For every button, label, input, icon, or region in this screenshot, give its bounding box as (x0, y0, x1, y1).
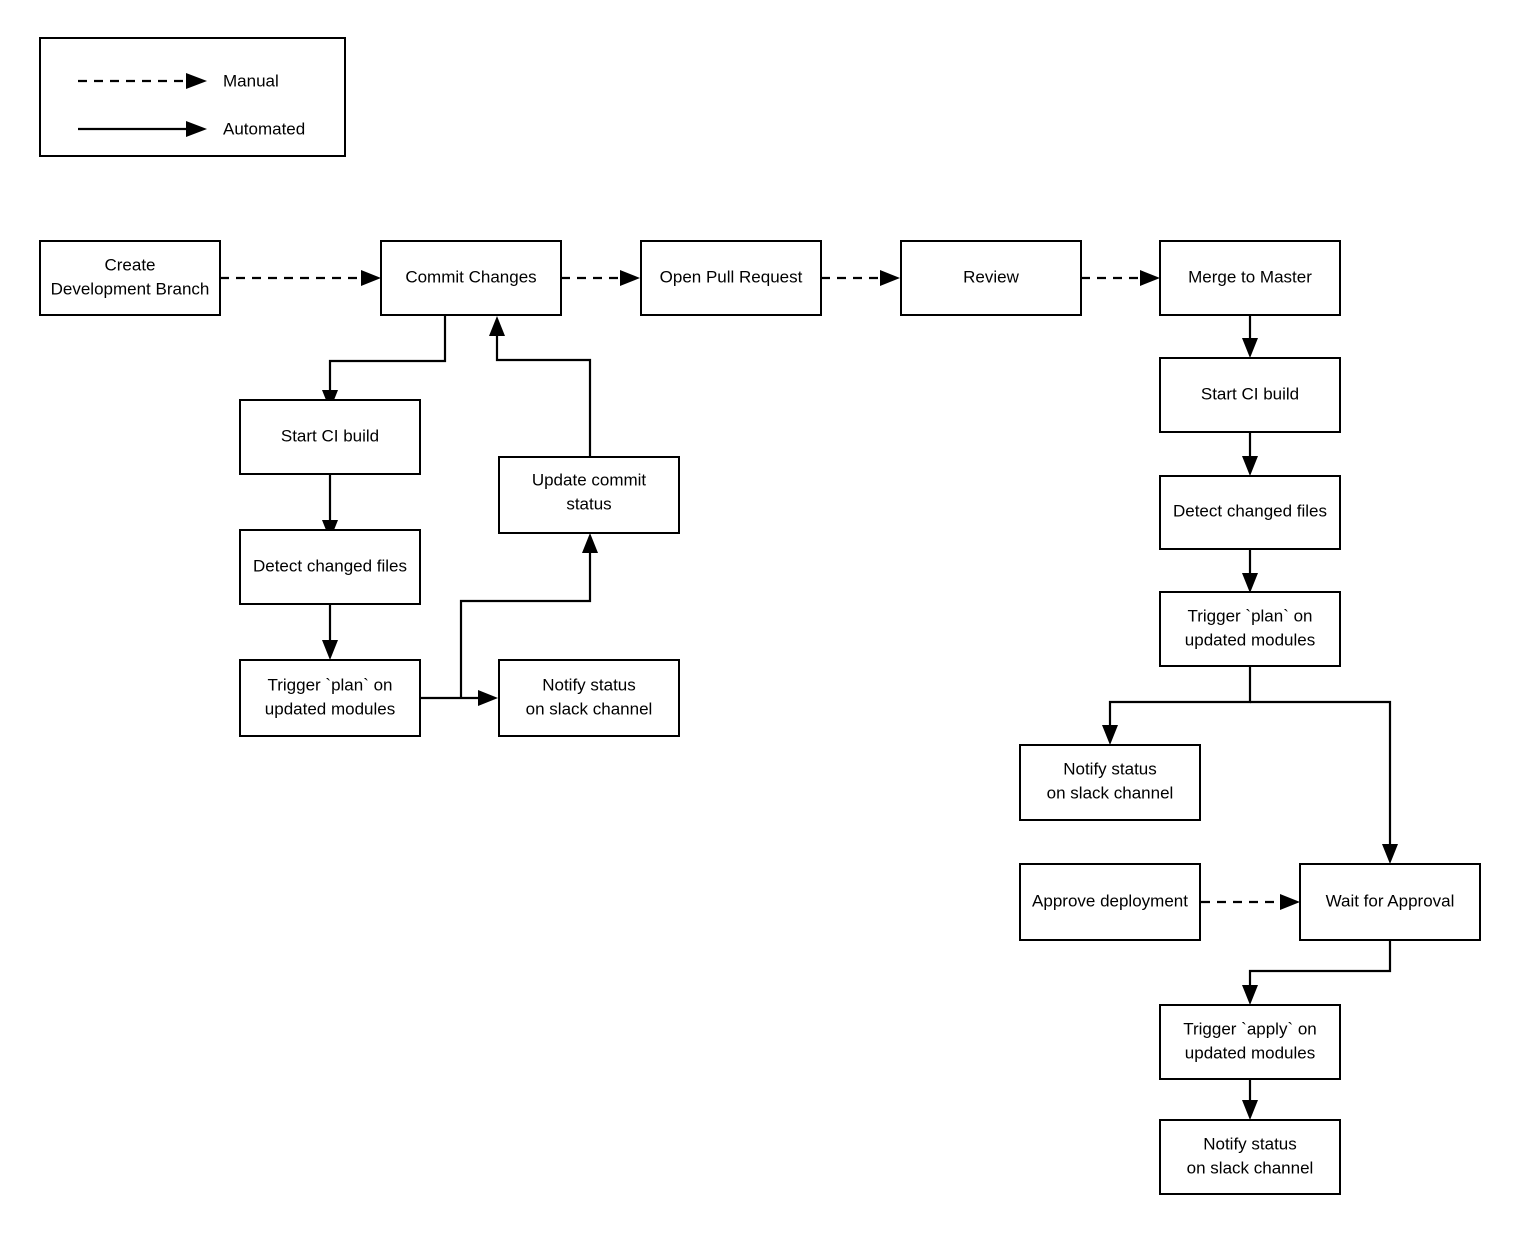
node-label-review: Review (963, 267, 1019, 286)
node-label-left-trigger-plan-line1: Trigger `plan` on (267, 675, 392, 694)
node-label-right-start-ci-build: Start CI build (1201, 384, 1299, 403)
node-label-create-development-branch-line1: Create (104, 255, 155, 274)
node-approve-deployment[interactable]: Approve deployment (1019, 863, 1201, 941)
node-commit-changes[interactable]: Commit Changes (380, 240, 562, 316)
node-left-start-ci-build[interactable]: Start CI build (239, 399, 421, 475)
edge-commit-to-pull-request (561, 270, 640, 286)
node-right-start-ci-build[interactable]: Start CI build (1159, 357, 1341, 433)
node-label-right-notify-slack-plan-line2: on slack channel (1047, 783, 1174, 802)
legend-row-manual: Manual (78, 71, 279, 90)
edge-left-trigger-plan-to-update-commit-status (459, 533, 598, 698)
node-label-left-notify-slack-line2: on slack channel (526, 699, 653, 718)
node-left-detect-changed-files[interactable]: Detect changed files (239, 529, 421, 605)
node-label-right-notify-slack-apply-line1: Notify status (1203, 1134, 1297, 1153)
node-label-commit-changes: Commit Changes (405, 267, 536, 286)
node-label-trigger-apply-line2: updated modules (1185, 1043, 1315, 1062)
node-label-left-start-ci-build: Start CI build (281, 426, 379, 445)
edge-pull-request-to-review (821, 270, 900, 286)
node-label-update-commit-status-line2: status (566, 494, 611, 513)
node-left-notify-slack[interactable]: Notify status on slack channel (498, 659, 680, 737)
nodes-layer: Create Development Branch Commit Changes… (39, 240, 1481, 1195)
edge-merge-to-right-start-ci (1242, 315, 1258, 358)
edge-review-to-merge (1081, 270, 1160, 286)
edge-trigger-apply-to-notify (1242, 1079, 1258, 1120)
edge-approve-deployment-to-wait-approval (1201, 894, 1300, 910)
node-trigger-apply[interactable]: Trigger `apply` on updated modules (1159, 1004, 1341, 1080)
edge-left-detect-to-trigger-plan (322, 604, 338, 660)
dashed-arrow-icon-head (186, 73, 207, 89)
node-right-notify-slack-apply[interactable]: Notify status on slack channel (1159, 1119, 1341, 1195)
solid-arrow-icon-head (186, 121, 207, 137)
edge-create-branch-to-commit (220, 270, 381, 286)
edge-right-detect-to-trigger-plan (1242, 549, 1258, 593)
node-label-left-notify-slack-line1: Notify status (542, 675, 636, 694)
node-label-approve-deployment: Approve deployment (1032, 891, 1188, 910)
edge-right-trigger-plan-to-notify (1102, 666, 1252, 745)
node-right-detect-changed-files[interactable]: Detect changed files (1159, 475, 1341, 550)
node-label-left-trigger-plan-line2: updated modules (265, 699, 395, 718)
legend-box (39, 37, 346, 157)
node-right-notify-slack-plan[interactable]: Notify status on slack channel (1019, 744, 1201, 821)
legend-label-automated: Automated (223, 119, 305, 138)
legend-label-manual: Manual (223, 71, 279, 90)
node-review[interactable]: Review (900, 240, 1082, 316)
node-wait-for-approval[interactable]: Wait for Approval (1299, 863, 1481, 941)
node-label-right-notify-slack-plan-line1: Notify status (1063, 759, 1157, 778)
node-label-right-trigger-plan-line2: updated modules (1185, 630, 1315, 649)
node-label-open-pull-request: Open Pull Request (660, 267, 803, 286)
edges-layer (220, 270, 1398, 1120)
node-label-right-trigger-plan-line1: Trigger `plan` on (1187, 606, 1312, 625)
node-create-development-branch[interactable]: Create Development Branch (39, 240, 221, 316)
edge-commit-to-left-start-ci (322, 315, 447, 410)
node-label-trigger-apply-line1: Trigger `apply` on (1183, 1019, 1317, 1038)
edge-update-commit-status-to-commit (489, 316, 592, 457)
node-label-right-notify-slack-apply-line2: on slack channel (1187, 1158, 1314, 1177)
edge-right-start-ci-to-detect (1242, 432, 1258, 476)
edge-right-trigger-plan-to-wait-approval (1250, 700, 1398, 864)
node-merge-to-master[interactable]: Merge to Master (1159, 240, 1341, 316)
legend: Manual Automated (39, 37, 346, 157)
node-update-commit-status[interactable]: Update commit status (498, 456, 680, 534)
edge-left-trigger-plan-to-notify (421, 690, 498, 706)
node-label-right-detect-changed-files: Detect changed files (1173, 501, 1327, 520)
node-label-create-development-branch-line2: Development Branch (51, 279, 210, 298)
node-label-merge-to-master: Merge to Master (1188, 267, 1312, 286)
node-left-trigger-plan[interactable]: Trigger `plan` on updated modules (239, 659, 421, 737)
node-label-update-commit-status-line1: Update commit (532, 470, 647, 489)
node-right-trigger-plan[interactable]: Trigger `plan` on updated modules (1159, 591, 1341, 667)
node-open-pull-request[interactable]: Open Pull Request (640, 240, 822, 316)
node-label-left-detect-changed-files: Detect changed files (253, 556, 407, 575)
node-label-wait-for-approval: Wait for Approval (1326, 891, 1455, 910)
edge-wait-approval-to-trigger-apply (1242, 940, 1392, 1005)
legend-row-automated: Automated (78, 119, 305, 138)
